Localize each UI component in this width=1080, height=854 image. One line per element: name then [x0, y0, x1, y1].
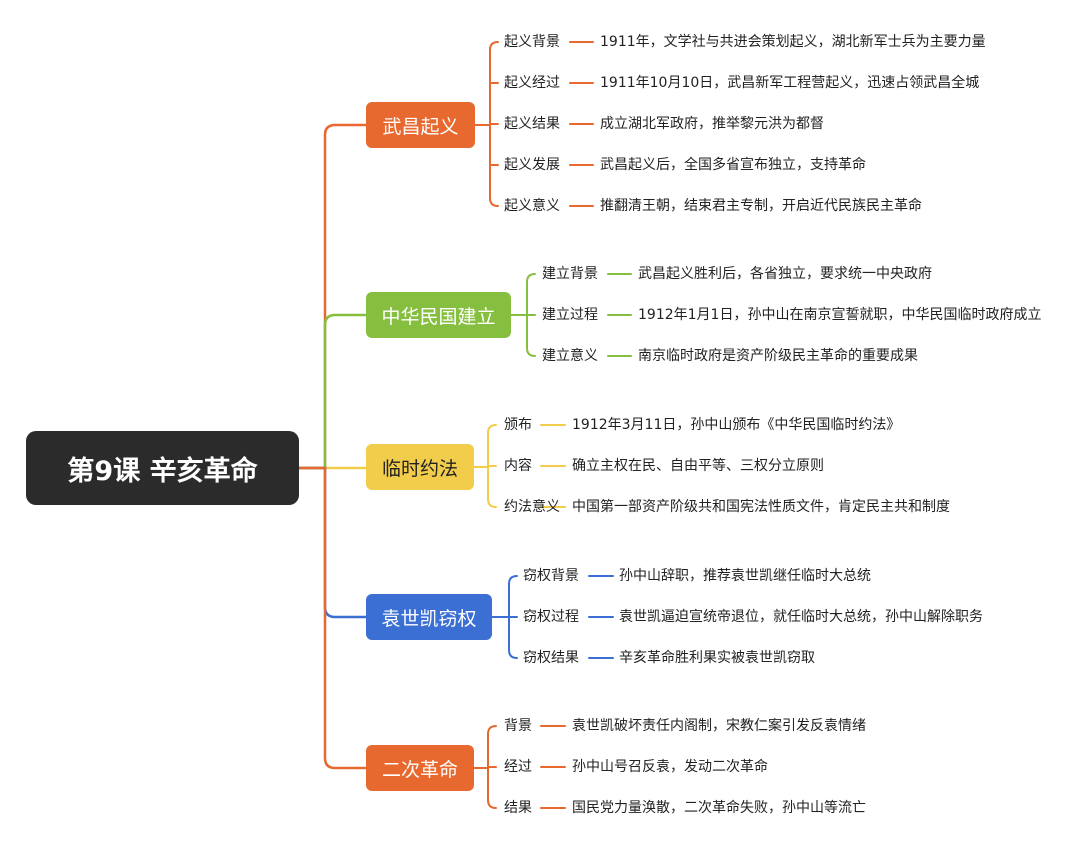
subtopic-label[interactable]: 窃权背景 [523, 568, 579, 584]
subtopic-label[interactable]: 建立意义 [542, 348, 598, 364]
subtopic-label[interactable]: 起义发展 [504, 157, 560, 173]
detail-text[interactable]: 袁世凯破坏责任内阁制，宋教仁案引发反袁情绪 [572, 718, 866, 734]
spine-connector [297, 466, 368, 770]
topic-box[interactable]: 临时约法 [366, 444, 474, 490]
detail-text[interactable]: 南京临时政府是资产阶级民主革命的重要成果 [638, 348, 918, 364]
subtopic-label[interactable]: 窃权过程 [523, 609, 579, 625]
detail-text[interactable]: 1911年10月10日，武昌新军工程营起义，迅速占领武昌全城 [600, 75, 980, 91]
detail-text[interactable]: 成立湖北军政府，推举黎元洪为都督 [600, 116, 824, 132]
subtopic-label[interactable]: 窃权结果 [523, 650, 579, 666]
subtopic-label[interactable]: 起义结果 [504, 116, 560, 132]
spine-connector [297, 123, 368, 470]
subtopic-label[interactable]: 建立过程 [542, 307, 598, 323]
subtopic-label[interactable]: 起义背景 [504, 34, 560, 50]
spine-connector [297, 466, 368, 619]
subtopic-label[interactable]: 颁布 [504, 417, 532, 433]
detail-text[interactable]: 1912年3月11日，孙中山颁布《中华民国临时约法》 [572, 417, 901, 433]
subtopic-label[interactable]: 背景 [504, 718, 532, 734]
detail-text[interactable]: 武昌起义后，全国多省宣布独立，支持革命 [600, 157, 866, 173]
subtopic-label[interactable]: 起义意义 [504, 198, 560, 214]
root-topic[interactable]: 第9课 辛亥革命 [26, 431, 299, 505]
spine-connector [297, 313, 368, 470]
subtopic-label[interactable]: 经过 [504, 759, 532, 775]
subtopic-label[interactable]: 约法意义 [504, 499, 560, 515]
detail-text[interactable]: 孙中山号召反袁，发动二次革命 [572, 759, 768, 775]
topic-box[interactable]: 中华民国建立 [366, 292, 511, 338]
detail-text[interactable]: 1911年，文学社与共进会策划起义，湖北新军士兵为主要力量 [600, 34, 986, 50]
detail-text[interactable]: 中国第一部资产阶级共和国宪法性质文件，肯定民主共和制度 [572, 499, 950, 515]
detail-text[interactable]: 袁世凯逼迫宣统帝退位，就任临时大总统，孙中山解除职务 [619, 609, 983, 625]
detail-text[interactable]: 1912年1月1日，孙中山在南京宣誓就职，中华民国临时政府成立 [638, 307, 1042, 323]
subtopic-label[interactable]: 内容 [504, 458, 532, 474]
detail-text[interactable]: 国民党力量涣散，二次革命失败，孙中山等流亡 [572, 800, 866, 816]
subtopic-label[interactable]: 建立背景 [542, 266, 598, 282]
detail-text[interactable]: 武昌起义胜利后，各省独立，要求统一中央政府 [638, 266, 932, 282]
detail-text[interactable]: 确立主权在民、自由平等、三权分立原则 [572, 458, 824, 474]
detail-text[interactable]: 辛亥革命胜利果实被袁世凯窃取 [619, 650, 815, 666]
topic-box[interactable]: 二次革命 [366, 745, 474, 791]
topic-box[interactable]: 袁世凯窃权 [366, 594, 492, 640]
subtopic-label[interactable]: 起义经过 [504, 75, 560, 91]
detail-text[interactable]: 推翻清王朝，结束君主专制，开启近代民族民主革命 [600, 198, 922, 214]
subtopic-label[interactable]: 结果 [504, 800, 532, 816]
detail-text[interactable]: 孙中山辞职，推荐袁世凯继任临时大总统 [619, 568, 871, 584]
topic-box[interactable]: 武昌起义 [366, 102, 475, 148]
